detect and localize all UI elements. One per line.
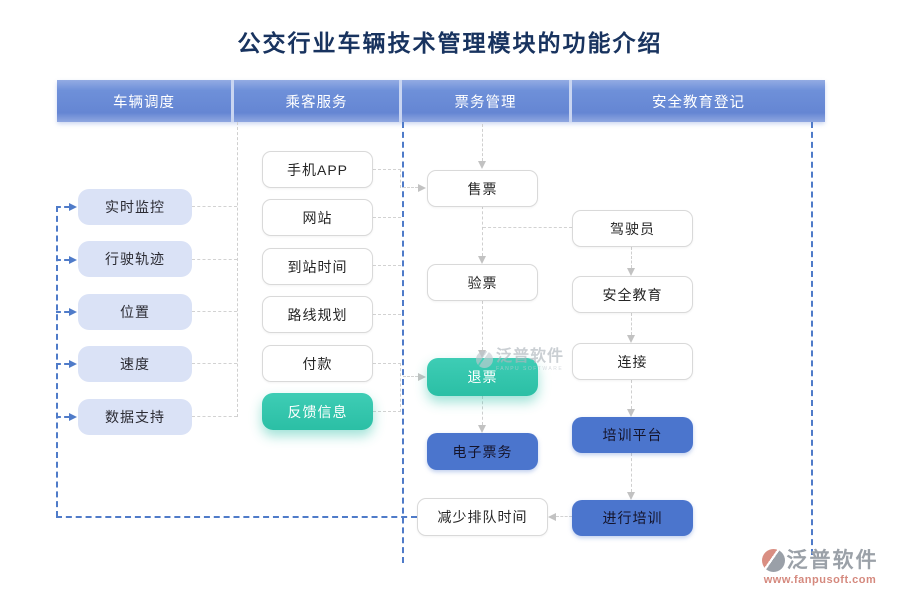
- divider-dispatch-passenger: [237, 122, 238, 417]
- arrow-down-icon: [627, 335, 635, 343]
- connector-header-to-sales: [482, 124, 483, 161]
- connector-check-refund: [482, 301, 483, 350]
- node-ticket-refund: 退票: [427, 358, 538, 396]
- connector-branch-position: [56, 311, 69, 313]
- page-title: 公交行业车辆技术管理模块的功能介绍: [237, 30, 663, 57]
- node-speed: 速度: [78, 346, 192, 382]
- header-bar: 车辆调度 乘客服务 票务管理 安全教育登记: [57, 80, 825, 122]
- node-arrival-time: 到站时间: [262, 248, 373, 285]
- node-data-support: 数据支持: [78, 399, 192, 435]
- node-feedback-info: 反馈信息: [262, 393, 373, 430]
- node-reduce-queue-time: 减少排队时间: [417, 498, 548, 536]
- connector-payment-out: [373, 363, 401, 364]
- center-watermark: 泛普软件 FANPU SOFTWARE: [476, 349, 564, 372]
- watermark-brand-text: 泛普软件: [496, 348, 565, 365]
- connector-branch-speed: [56, 363, 69, 365]
- node-conduct-training: 进行培训: [572, 500, 693, 536]
- header-tab-vehicle-dispatch: 车辆调度: [57, 80, 231, 122]
- divider-right-edge: [811, 122, 813, 555]
- connector-route-out: [373, 314, 401, 315]
- corner-watermark: 泛普软件 www.fanpusoft.com: [744, 549, 896, 586]
- arrow-down-icon: [478, 256, 486, 264]
- connector-website-out: [373, 217, 401, 218]
- node-e-ticketing: 电子票务: [427, 433, 538, 470]
- connector-app-out: [373, 169, 401, 170]
- connector-connect-platform: [631, 380, 632, 409]
- connector-branch-monitoring: [56, 206, 69, 208]
- connector-data-out: [192, 416, 237, 417]
- node-real-time-monitoring: 实时监控: [78, 189, 192, 225]
- header-tab-safety-education-registration: 安全教育登记: [572, 80, 825, 122]
- connector-arrival-out: [373, 265, 401, 266]
- arrow-down-icon: [478, 161, 486, 169]
- connector-branch-data: [56, 416, 69, 418]
- arrow-right-icon: [69, 256, 77, 264]
- node-connection: 连接: [572, 343, 693, 380]
- fanpu-logo-icon: [761, 549, 785, 572]
- arrow-right-icon: [69, 308, 77, 316]
- fanpu-watermark-icon: [476, 351, 493, 368]
- divider-passenger-ticketing: [402, 122, 404, 563]
- brand-website: www.fanpusoft.com: [763, 574, 877, 586]
- connector-sales-driver: [483, 227, 572, 228]
- node-driver: 驾驶员: [572, 210, 693, 247]
- watermark-subtext: FANPU SOFTWARE: [496, 366, 564, 372]
- connector-driver-safety: [631, 247, 632, 268]
- connector-monitoring-out: [192, 206, 237, 207]
- header-tab-ticketing-management: 票务管理: [402, 80, 569, 122]
- node-route-planning: 路线规划: [262, 296, 373, 333]
- connector-training-reduce: [556, 516, 572, 517]
- node-safety-education: 安全教育: [572, 276, 693, 313]
- header-tab-passenger-service: 乘客服务: [234, 80, 399, 122]
- node-driving-track: 行驶轨迹: [78, 241, 192, 277]
- connector-platform-training: [631, 453, 632, 492]
- connector-bottom-feedback-line: [56, 516, 417, 518]
- arrow-right-icon: [418, 184, 426, 192]
- arrow-down-icon: [478, 425, 486, 433]
- arrow-right-icon: [69, 203, 77, 211]
- node-mobile-app: 手机APP: [262, 151, 373, 188]
- arrow-down-icon: [627, 492, 635, 500]
- node-training-platform: 培训平台: [572, 417, 693, 453]
- arrow-right-icon: [418, 373, 426, 381]
- connector-refund-eticket: [482, 396, 483, 425]
- connector-position-out: [192, 311, 237, 312]
- connector-safety-connect: [631, 313, 632, 335]
- connector-into-sales: [403, 187, 418, 188]
- arrow-left-icon: [548, 513, 556, 521]
- brand-name: 泛普软件: [786, 549, 879, 572]
- node-position: 位置: [78, 294, 192, 330]
- arrow-down-icon: [627, 268, 635, 276]
- connector-bend-to-sales: [400, 169, 401, 188]
- node-ticket-sales: 售票: [427, 170, 538, 207]
- node-payment: 付款: [262, 345, 373, 382]
- node-website: 网站: [262, 199, 373, 236]
- connector-speed-out: [192, 363, 237, 364]
- connector-feedback-out: [373, 411, 401, 412]
- arrow-right-icon: [69, 413, 77, 421]
- arrow-right-icon: [69, 360, 77, 368]
- connector-left-bus-line: [56, 206, 58, 517]
- connector-track-out: [192, 259, 237, 260]
- connector-sales-check: [482, 206, 483, 256]
- connector-bend-to-refund: [400, 363, 401, 412]
- connector-into-refund: [403, 376, 418, 377]
- arrow-down-icon: [627, 409, 635, 417]
- node-ticket-check: 验票: [427, 264, 538, 301]
- connector-branch-track: [56, 259, 69, 261]
